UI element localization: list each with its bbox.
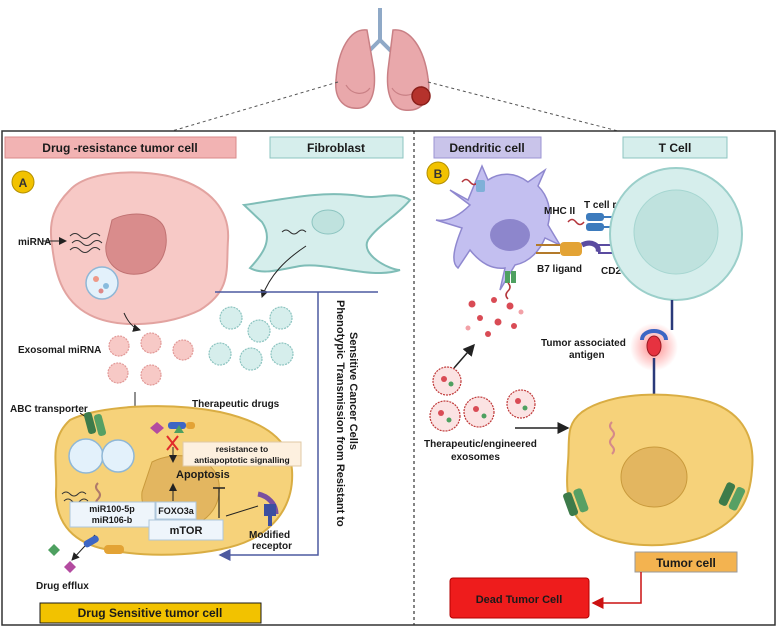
drug-sensitive-footer: Drug Sensitive tumor cell [78,606,223,620]
mhc-label: MHC II [544,206,575,217]
abc-transporter-icon [83,412,107,436]
t-cell [609,167,743,301]
dendritic-cell [435,164,562,291]
mtor-label: mTOR [170,525,203,537]
to-dead-cell-arrow [591,572,642,609]
tumor-exosome-arrow [123,312,141,332]
therapeutic-drugs-label: Therapeutic drugs [192,399,280,410]
dc-receptor-bottom-icon [505,271,516,300]
released-vesicles [465,297,524,337]
drug-efflux-label: Drug efflux [36,581,89,592]
tcell-header: T Cell [659,141,692,155]
apoptosis-label: Apoptosis [176,469,230,481]
modified-receptor-line1: Modified [249,530,290,541]
projection-line-right [427,81,619,132]
drug-sensitive-footer-box [39,602,262,624]
badge-a [11,170,35,194]
resistance-line2: antiapoptotic signalling [194,455,289,465]
badge-a-label: A [19,176,28,190]
foxo3a-box [155,501,197,520]
foxo3a-label: FOXO3a [158,506,195,516]
tumor-antigen-line1: Tumor associated [541,338,626,349]
mir-box [69,501,156,528]
drug-resistance-header-box [4,136,237,159]
transmission-bracket [215,291,378,556]
exosome-to-dc-arrow [453,343,475,369]
modified-receptor-icon [257,491,279,526]
dead-tumor-cell-label: Dead Tumor Cell [476,594,563,606]
b7-label: B7 ligand [537,264,582,275]
resistance-box [182,441,302,467]
figure-frame [1,130,776,626]
phenotypic-label-line2: Sensitive Cancer Cells [347,332,359,450]
engineered-exosomes [429,366,536,432]
mir-line2: miR106-b [92,515,133,525]
cd28-label: CD28 [601,266,627,277]
blocked-cross-icon [166,435,179,451]
tumor-exosomes [107,332,194,386]
exosomal-mirna-label: Exosomal miRNA [18,345,101,356]
exosomes-line1: Therapeutic/engineered [424,439,537,450]
tcell-header-box [622,136,728,159]
tumor-cell-b [563,393,754,547]
drug-efflux-icon [48,535,124,573]
antigen-peptide-icon [567,218,585,226]
mtor-to-receptor-line [225,505,259,517]
drug-resistant-tumor-cell [50,171,230,325]
dead-tumor-cell-box [449,577,590,619]
fibroblast-header-box [269,136,404,159]
exosomes-line2: exosomes [451,452,500,463]
drug-resistance-header: Drug -resistance tumor cell [42,141,197,155]
tumor-cell-label-box [634,551,738,573]
fibroblast-arrow [260,245,307,298]
lungs-illustration [335,8,431,111]
badge-b-label: B [434,167,443,181]
phenotypic-label-line1: Phenotypic Transmission from Resistant t… [334,300,346,527]
dendritic-header-box [433,136,542,159]
tumor-cell-label: Tumor cell [656,556,716,570]
therapeutic-drugs-icon [150,422,195,434]
abc-transporter-label: ABC transporter [10,404,88,415]
badge-b [426,161,450,185]
dc-receptor-top-icon [461,178,485,192]
mtor-box [148,519,224,541]
dendritic-header: Dendritic cell [449,141,524,155]
resistance-line1: resistance to [216,444,268,454]
mir-line1: miR100-5p [89,504,135,514]
modified-receptor-line2: receptor [252,541,292,552]
tumor-antigen-line2: antigen [569,350,605,361]
fibroblast-header: Fibroblast [307,141,365,155]
fibroblast-exosomes [208,306,294,371]
mirna-label: miRNA [18,237,51,248]
fibroblast-cell [241,193,412,274]
tumor-antigen-icon [640,329,668,357]
projection-line-left [171,81,339,132]
